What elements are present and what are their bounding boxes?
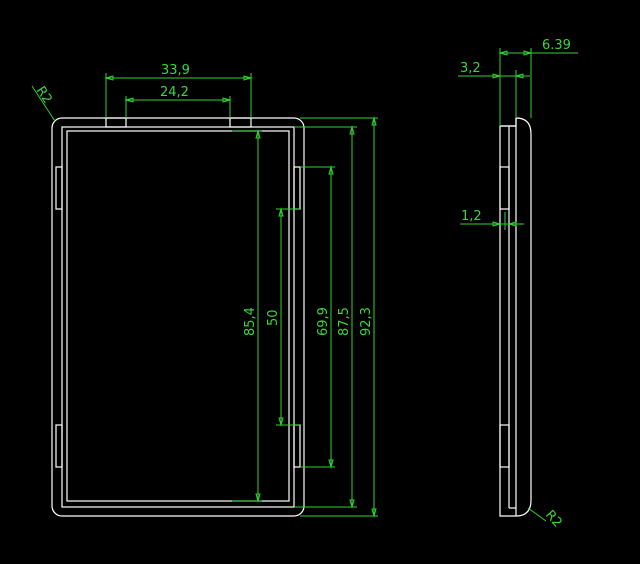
right-notch-bottom [293,424,301,468]
front-dimensions: 33,9 24,2 85,4 50 69,9 87 [104,63,378,518]
front-outer-frame [51,117,305,517]
dim-height-side: 69,9 [316,307,331,336]
front-screen [66,130,290,502]
side-body [499,117,532,517]
right-notch-top [293,166,301,210]
dim-step: 1,2 [461,209,482,224]
radius-label-side: R2 [542,508,565,531]
dim-width-inner: 24,2 [160,85,189,100]
left-notch-top [55,166,63,210]
side-dimensions: 6.39 3,2 1,2 [458,38,578,230]
dim-height-mid: 87,5 [337,307,352,336]
left-notch-bottom [55,424,63,468]
side-bump-bottom [499,424,510,468]
front-inner-frame [61,126,295,508]
side-view: R2 [499,117,565,531]
radius-leader-side [527,507,547,522]
radius-label-front: R2 [33,84,55,107]
dim-height-overall: 92,3 [359,307,374,336]
dim-height-slot: 50 [266,309,281,326]
top-tab-right [229,117,252,128]
radius-leader-front [31,85,56,122]
dim-width-outer: 33,9 [161,63,190,78]
dim-thickness-total: 6.39 [542,38,571,53]
dim-height-screen: 85,4 [243,307,258,336]
dim-thickness-part: 3,2 [460,61,481,76]
top-tab-left [105,117,127,128]
front-view: R2 [31,84,305,517]
side-bump-top [499,166,510,210]
